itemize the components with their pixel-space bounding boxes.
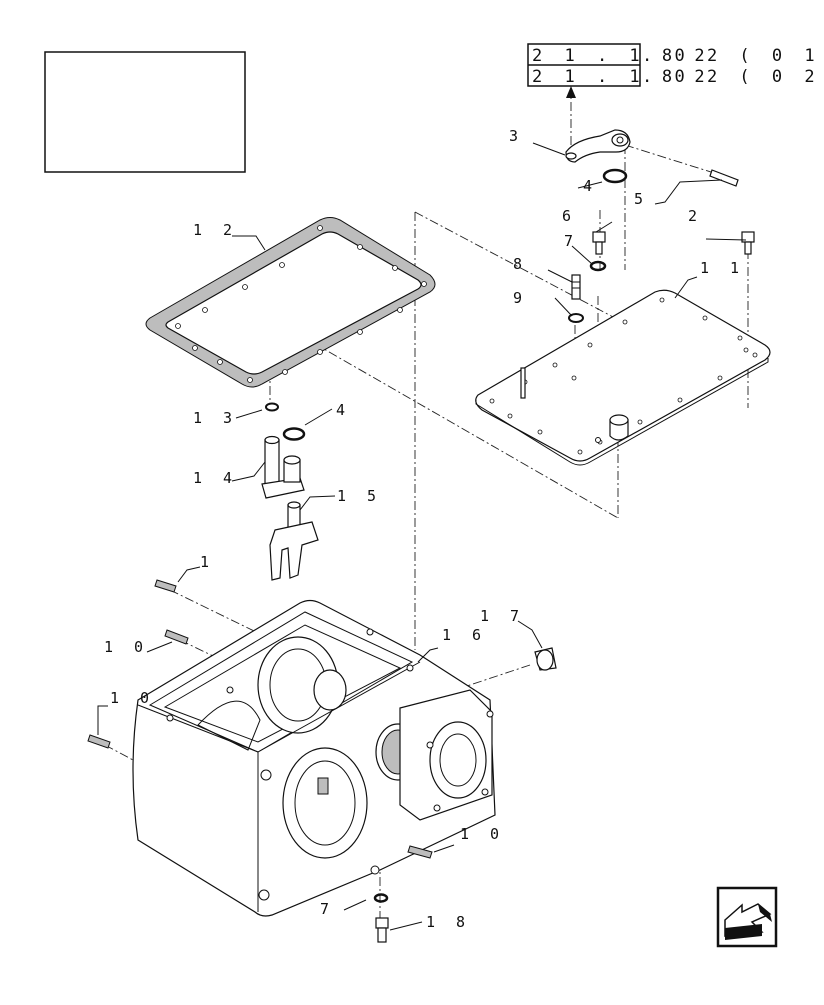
- callout-17: 1 7: [480, 607, 525, 625]
- arrow-left-icon[interactable]: [716, 886, 778, 948]
- leader-lines: [97, 142, 747, 931]
- callout-10b: 1 0: [110, 689, 155, 707]
- callout-16: 1 6: [442, 626, 487, 644]
- reference-link-1[interactable]: 2 1 . 1 8 2: [532, 46, 711, 66]
- callout-labels: 1 2 3 4 4 5 6 7 7 8 9 1 0 1 0 1 0 1 1 1 …: [104, 127, 745, 931]
- callout-12: 1 2: [193, 221, 238, 239]
- callout-18: 1 8: [426, 913, 471, 931]
- reference-suffix-1: . 0 2 ( 0 1 ): [642, 46, 824, 66]
- callout-10c: 1 0: [460, 825, 505, 843]
- retainer-ring[interactable]: [265, 402, 279, 412]
- reference-box[interactable]: 2 1 . 1 8 2 . 0 2 ( 0 1 ) 2 1 . 1 8 2 . …: [527, 43, 824, 87]
- washer-bottom[interactable]: [373, 893, 389, 903]
- callout-9: 9: [513, 289, 528, 307]
- washer-top[interactable]: [589, 260, 607, 272]
- cover-plate[interactable]: [475, 289, 771, 466]
- cap-bolt-part[interactable]: [741, 231, 755, 255]
- callout-5: 5: [634, 190, 649, 208]
- o-ring-lower[interactable]: [282, 427, 306, 441]
- callout-7a: 7: [564, 232, 579, 250]
- gasket[interactable]: [145, 217, 436, 388]
- callout-4b: 4: [336, 401, 351, 419]
- shift-lever-part[interactable]: [261, 435, 305, 499]
- callout-11: 1 1: [700, 259, 745, 277]
- callout-4a: 4: [583, 177, 598, 195]
- transmission-housing[interactable]: [132, 599, 496, 917]
- callout-15: 1 5: [337, 487, 382, 505]
- callout-13: 1 3: [193, 409, 238, 427]
- callout-14: 1 4: [193, 469, 238, 487]
- callout-3: 3: [509, 127, 524, 145]
- callout-7b: 7: [320, 900, 335, 918]
- stud-bolts[interactable]: [87, 579, 433, 859]
- title-box: [44, 51, 246, 173]
- washer-part[interactable]: [568, 313, 584, 323]
- o-ring[interactable]: [602, 168, 628, 184]
- stud-part[interactable]: [571, 274, 581, 300]
- callout-6: 6: [562, 207, 577, 225]
- drain-plug-part[interactable]: [375, 917, 389, 943]
- callout-8: 8: [513, 255, 528, 273]
- lever-part[interactable]: [565, 129, 631, 163]
- callout-1: 1: [200, 553, 215, 571]
- reference-arrow-head: [566, 86, 576, 98]
- pin-part[interactable]: [709, 169, 739, 187]
- shift-fork-part[interactable]: [269, 501, 319, 581]
- reference-suffix-2: . 0 2 ( 0 2 ): [642, 67, 824, 87]
- reference-link-2[interactable]: 2 1 . 1 8 2: [532, 67, 711, 87]
- callout-2: 2: [688, 207, 703, 225]
- plug-part[interactable]: [534, 647, 557, 671]
- bolt-part[interactable]: [592, 231, 606, 255]
- callout-10a: 1 0: [104, 638, 149, 656]
